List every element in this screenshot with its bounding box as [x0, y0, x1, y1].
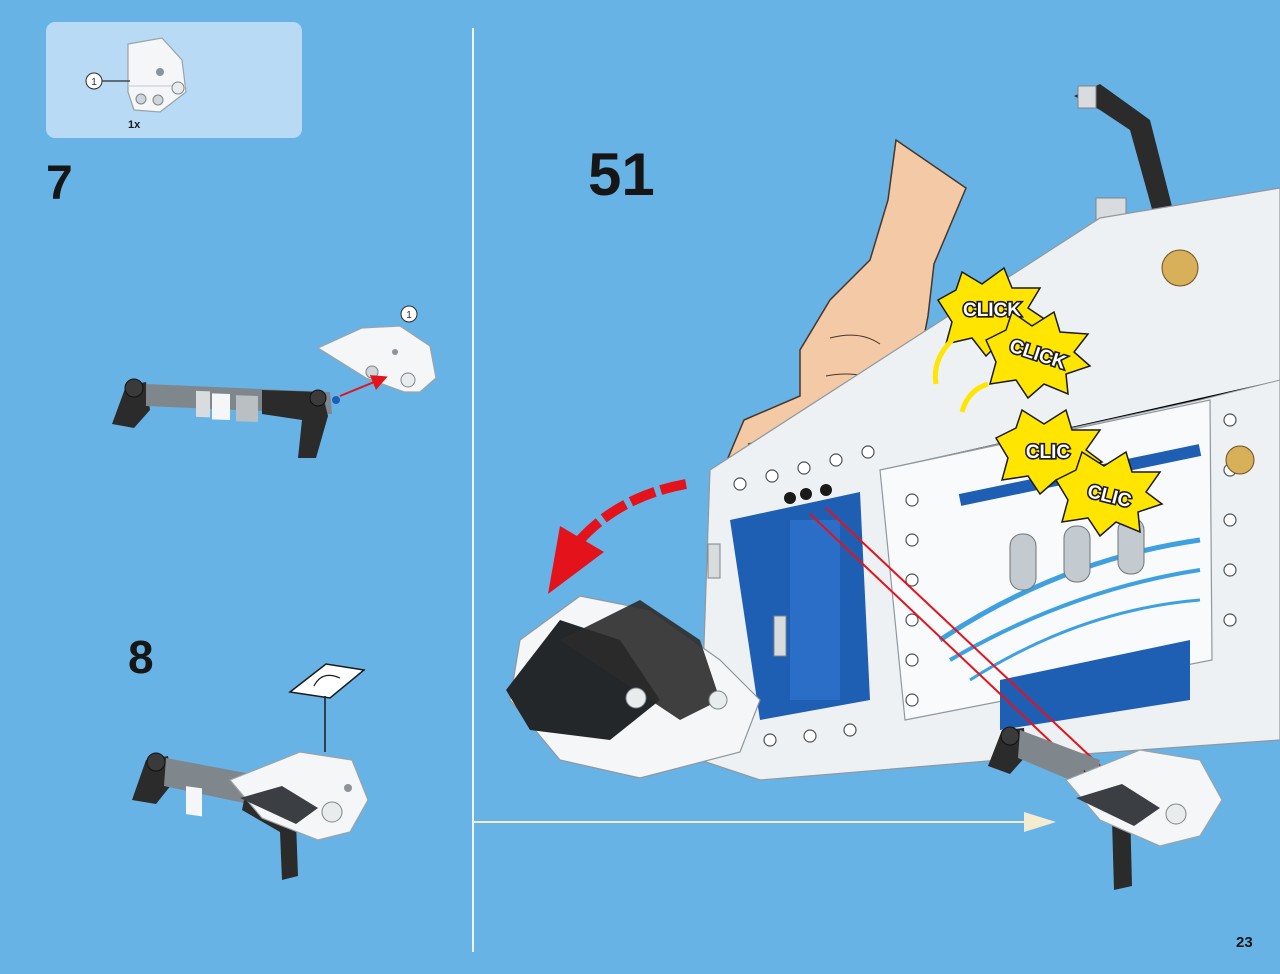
parts-callout-number: 1: [91, 77, 97, 88]
sub-assembly: [988, 726, 1223, 890]
parts-callout-circle: 1: [85, 72, 130, 90]
step-7-white-part: [316, 325, 437, 393]
clic-label-1: CLIC: [1026, 442, 1071, 463]
step-7-callout-number: 1: [406, 310, 412, 321]
step-number-8: 8: [128, 631, 154, 683]
parts-quantity: 1x: [128, 119, 141, 131]
step-8-assembly: [132, 751, 369, 880]
page-number: 23: [1236, 934, 1253, 951]
click-label-1: CLICK: [963, 300, 1021, 321]
parts-piece-connector: [127, 37, 187, 113]
insertion-line-2: [825, 507, 1127, 791]
column-divider: [472, 28, 474, 952]
rotation-arrow: [548, 479, 687, 594]
aircraft-nose: [506, 543, 787, 779]
insert-arrow: [474, 812, 1056, 832]
step-number-51: 51: [588, 141, 655, 208]
aircraft-body: [699, 84, 1280, 781]
step-7-assembly: [112, 378, 340, 458]
rotate-indicator: [288, 663, 366, 752]
step-7-callout-circle: 1: [400, 305, 418, 323]
step-number-7: 7: [46, 157, 73, 210]
click-burst-2: CLICK: [959, 310, 1092, 413]
step-7-red-arrow: [339, 375, 388, 397]
clic-burst-2: CLIC: [1054, 450, 1164, 538]
